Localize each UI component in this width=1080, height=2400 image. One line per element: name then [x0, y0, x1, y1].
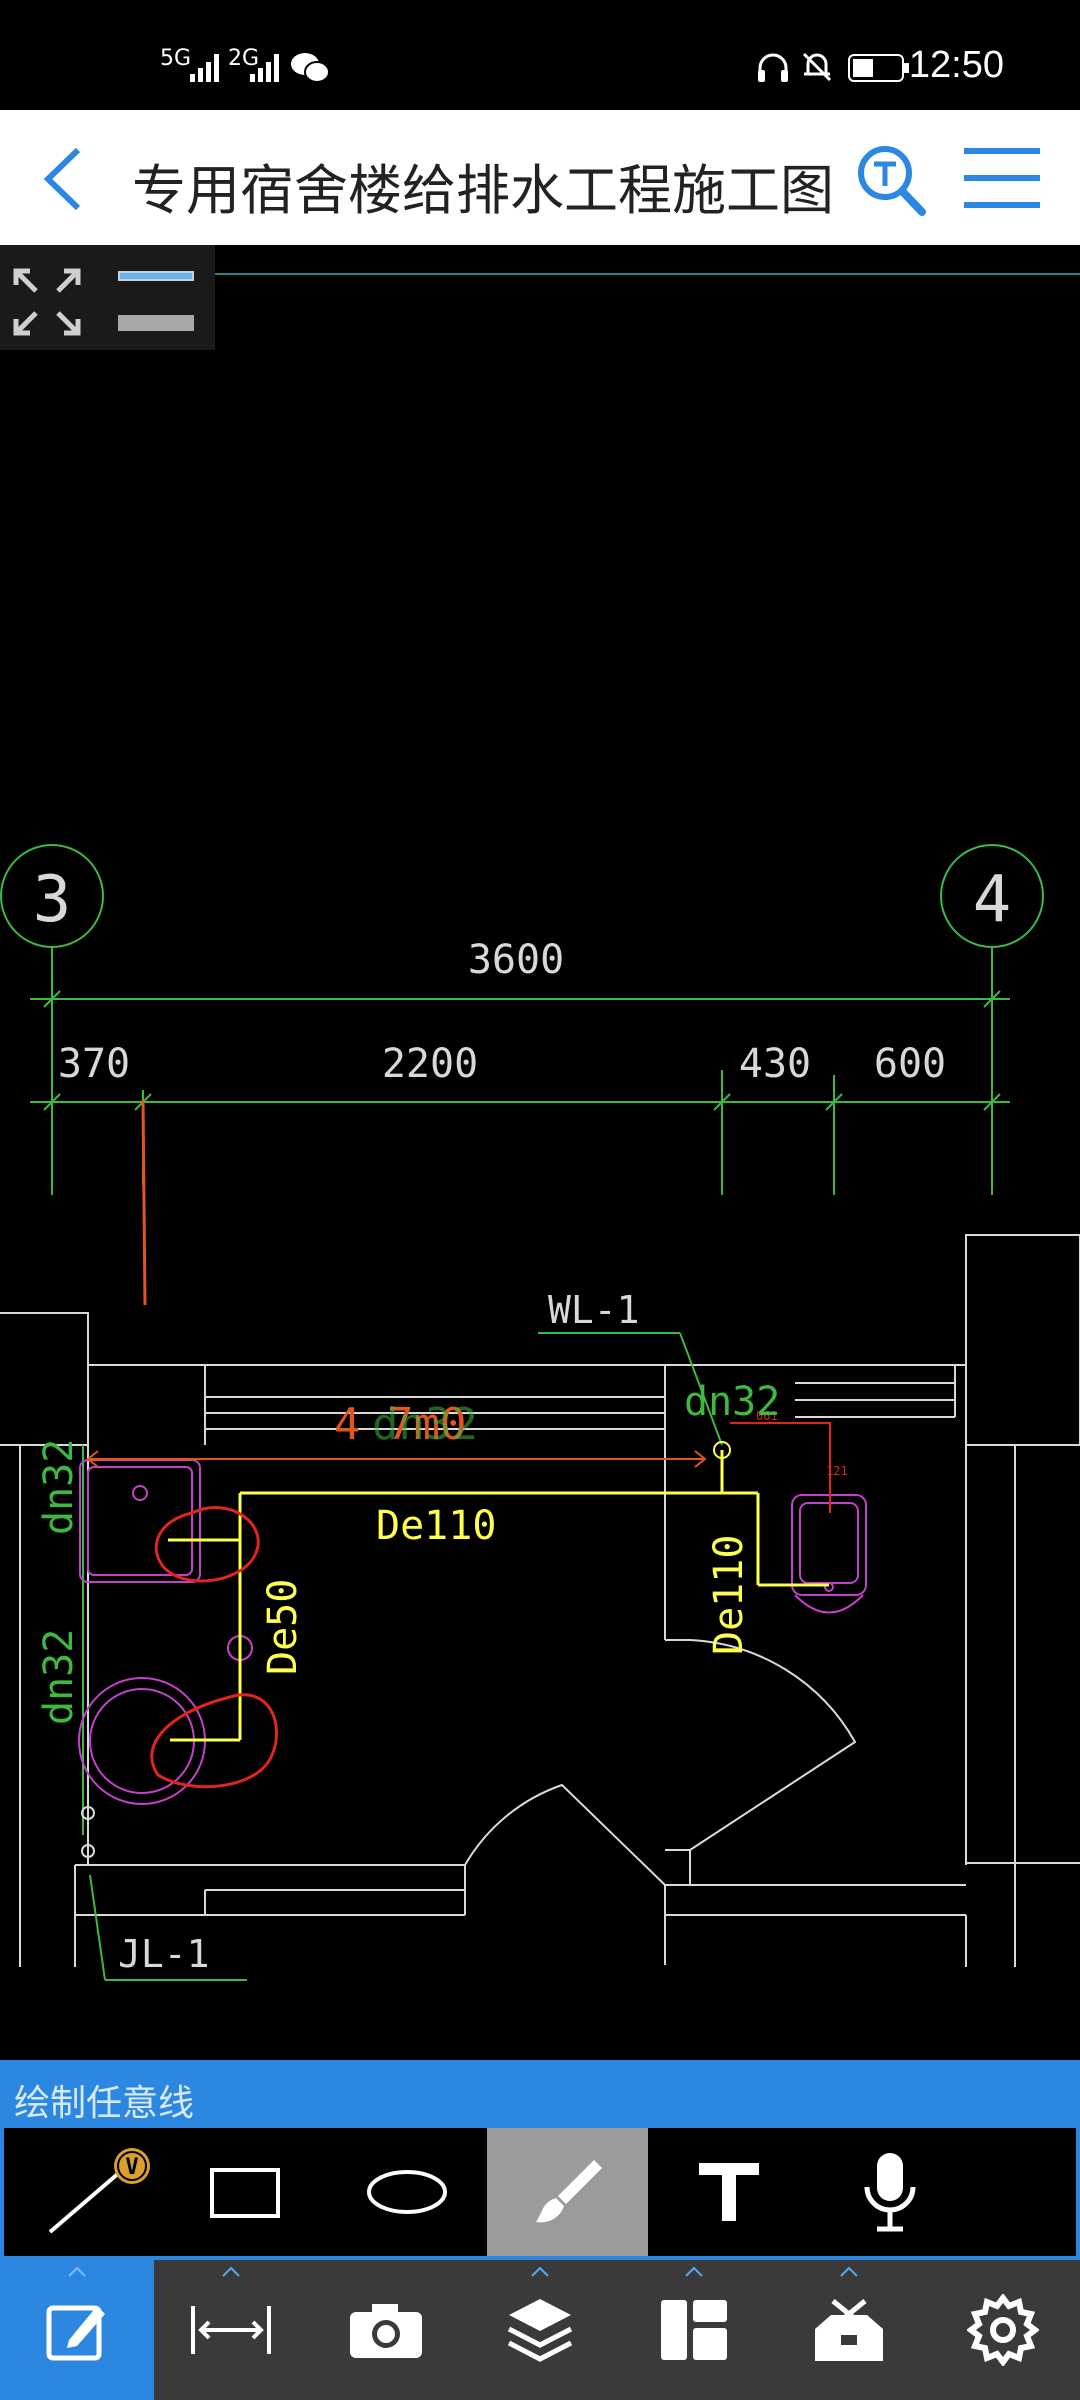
- ellipse-icon: [366, 2170, 447, 2214]
- signal-5g-label: 5G: [160, 46, 192, 71]
- signal-2g-label: 2G: [228, 46, 260, 71]
- label-wl-1: WL-1: [548, 1288, 640, 1332]
- signal-icon: [190, 54, 219, 82]
- line-tool-button[interactable]: V: [4, 2128, 165, 2256]
- mute-bell-icon: [802, 52, 832, 82]
- chevron-up-icon: [839, 2266, 858, 2277]
- markup-text: 4 7m0: [334, 1399, 466, 1450]
- dim-430: 430: [739, 1041, 811, 1087]
- toolbox-nav-button[interactable]: [771, 2260, 925, 2400]
- edit-icon: [46, 2305, 106, 2361]
- markup-circle-2: [150, 1693, 278, 1789]
- status-bar: 5G 2G 12:50: [0, 0, 1080, 110]
- layers-nav-button[interactable]: [463, 2260, 617, 2400]
- axis-label-4: 4: [973, 863, 1012, 937]
- camera-nav-button[interactable]: [309, 2260, 463, 2400]
- rectangle-tool-button[interactable]: [165, 2128, 326, 2256]
- headset-icon: [758, 53, 788, 82]
- back-arrow-icon[interactable]: [40, 146, 84, 212]
- menu-icon[interactable]: [964, 146, 1040, 210]
- app-header: 专用宿舍楼给排水工程施工图: [0, 110, 1080, 245]
- microphone-icon: [864, 2153, 915, 2232]
- label-de110-vertical: De110: [706, 1535, 752, 1655]
- label-dn32-left2: dn32: [36, 1629, 82, 1725]
- battery-icon: [848, 54, 909, 82]
- label-dn32-top: dn32: [684, 1379, 780, 1425]
- label-jl-1: JL-1: [118, 1932, 210, 1976]
- markup-line: [141, 1099, 147, 1306]
- walls: [0, 1234, 1080, 1967]
- small-label-061: 061: [756, 1409, 778, 1423]
- cad-drawing: 3 4 3600 370 2200 430 600: [0, 273, 1080, 1981]
- text-tool-button[interactable]: [648, 2128, 809, 2256]
- voice-tool-button[interactable]: [809, 2128, 970, 2256]
- rectangle-icon: [209, 2168, 280, 2218]
- bottom-navigation: [0, 2260, 1080, 2400]
- dim-3600: 3600: [468, 937, 564, 983]
- toolbox-icon: [814, 2299, 883, 2361]
- mode-hint-text: 绘制任意线: [14, 2083, 195, 2124]
- layout-nav-button[interactable]: [617, 2260, 771, 2400]
- signal-icon-2: [250, 54, 279, 82]
- freehand-tool-button[interactable]: [487, 2128, 648, 2256]
- dim-370: 370: [58, 1041, 130, 1087]
- fullscreen-icon[interactable]: [12, 267, 82, 337]
- measure-icon: [191, 2306, 272, 2354]
- draw-toolbar: V: [0, 2126, 1080, 2260]
- chevron-up-icon: [685, 2266, 703, 2277]
- label-de110-horizontal: De110: [376, 1503, 496, 1549]
- chevron-up-icon: [68, 2266, 86, 2277]
- clock: 12:50: [908, 44, 1004, 86]
- settings-nav-button[interactable]: [926, 2260, 1080, 2400]
- dim-600: 600: [874, 1041, 946, 1087]
- layout-icon: [661, 2300, 728, 2360]
- axis-label-3: 3: [33, 863, 72, 937]
- camera-icon: [349, 2304, 422, 2358]
- line-icon: V: [48, 2148, 150, 2234]
- annotate-nav-button[interactable]: [0, 2260, 155, 2400]
- gear-icon: [966, 2294, 1039, 2366]
- markup-circle-1: [154, 1506, 260, 1583]
- measure-nav-button[interactable]: [154, 2260, 308, 2400]
- brush-icon: [535, 2160, 602, 2223]
- wechat-icon: [291, 53, 330, 83]
- text-search-icon[interactable]: [856, 144, 926, 216]
- cad-drawing-canvas[interactable]: 3 4 3600 370 2200 430 600: [0, 245, 1080, 2060]
- dimension-lines: [30, 947, 1010, 1195]
- page-title: 专用宿舍楼给排水工程施工图: [132, 159, 834, 222]
- chevron-up-icon: [222, 2266, 241, 2277]
- text-tool-icon: [698, 2163, 759, 2221]
- ellipse-tool-button[interactable]: [326, 2128, 487, 2256]
- small-label-121: 121: [826, 1464, 848, 1478]
- view-toolbar: [0, 245, 215, 350]
- layer-toggle-icon[interactable]: [118, 271, 194, 333]
- markup-text-2: dn32: [372, 1399, 478, 1450]
- chevron-up-icon: [531, 2266, 549, 2277]
- dim-2200: 2200: [382, 1041, 478, 1087]
- vip-badge: V: [125, 2155, 138, 2180]
- mode-hint-bar: 绘制任意线: [0, 2060, 1080, 2126]
- pipes: [168, 1450, 829, 1742]
- label-dn32-left1: dn32: [36, 1439, 82, 1535]
- label-de50: De50: [260, 1579, 306, 1675]
- layers-icon: [507, 2299, 573, 2362]
